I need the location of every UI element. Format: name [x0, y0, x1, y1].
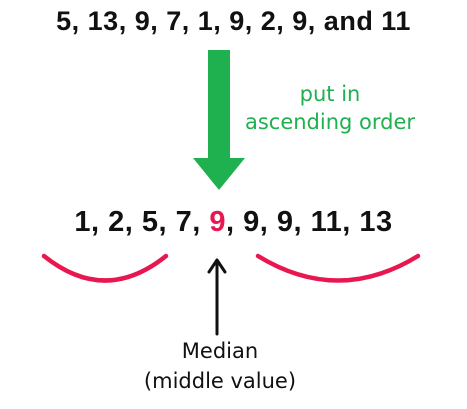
sort-arrow	[193, 50, 245, 190]
sorted-list-lower-half: 1, 2, 5, 7,	[74, 206, 210, 238]
median-label: Median (middle value)	[110, 336, 330, 396]
median-pointer-arrow	[207, 258, 227, 336]
median-label-line-2: (middle value)	[143, 369, 297, 393]
step-label-line-1: put in	[299, 82, 361, 106]
sorted-list-upper-half: , 9, 9, 11, 13	[225, 206, 393, 238]
original-list: 5, 13, 9, 7, 1, 9, 2, 9, and 11	[56, 6, 411, 36]
step-label: put in ascending order	[240, 80, 420, 136]
median-label-line-1: Median	[181, 339, 259, 363]
right-group-bracket	[255, 253, 421, 283]
sorted-list: 1, 2, 5, 7, 9, 9, 9, 11, 13	[0, 206, 467, 239]
sort-arrow-shaft	[208, 50, 230, 162]
sort-arrow-head	[193, 158, 245, 190]
median-pointer-head	[207, 258, 227, 274]
median-value: 9	[209, 206, 226, 238]
left-group-bracket	[41, 253, 169, 283]
step-label-line-2: ascending order	[244, 110, 416, 134]
